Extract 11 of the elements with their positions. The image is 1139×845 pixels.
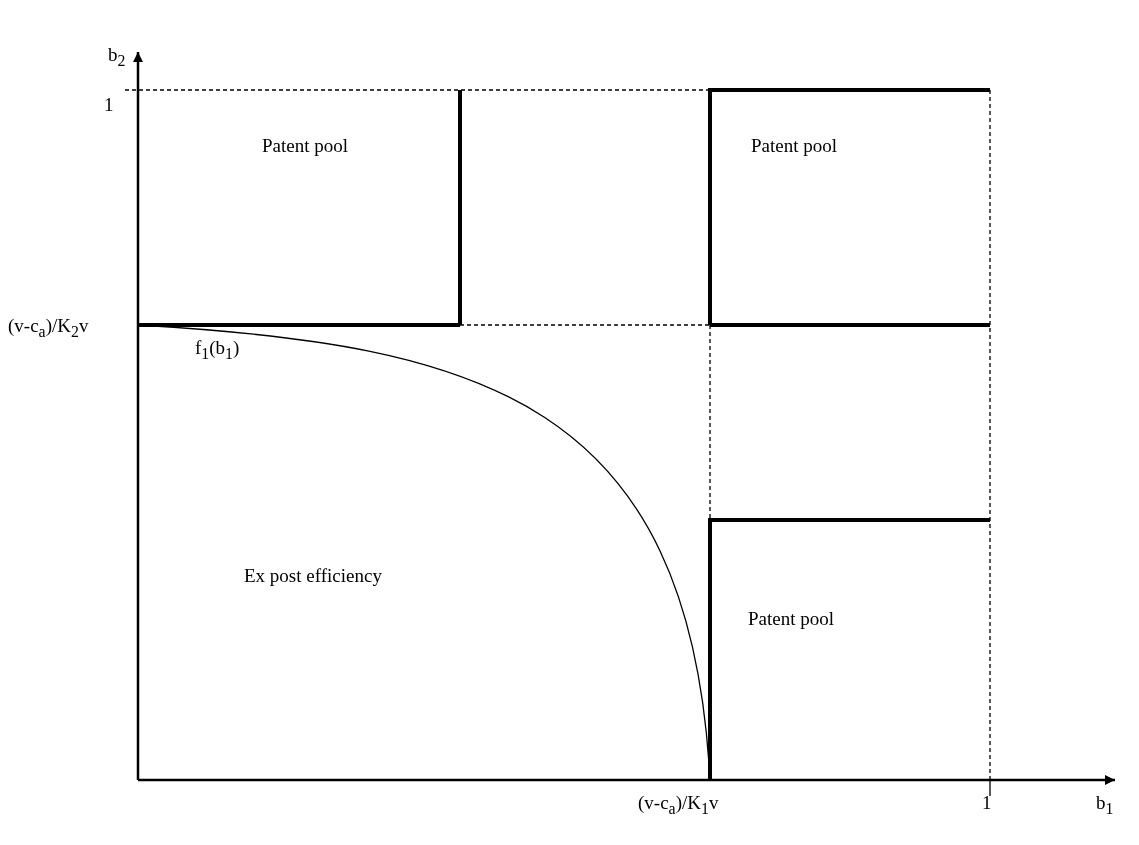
tick-label: 1 [104,94,114,116]
region-label: Ex post efficiency [244,565,382,587]
region-label: Patent pool [748,608,835,630]
axis-label: b$_{2}$ [108,44,126,71]
curve-label: f$_{1}$(b$_{1}$) [195,337,240,364]
region-label: Patent pool [262,135,349,157]
tick-label: (v-c$_{a}$)/K$_{1}$v [638,792,719,819]
tick-label: 1 [982,792,992,814]
region-label: Patent pool [751,135,838,157]
tick-label: (v-c$_{a}$)/K$_{2}$v [8,315,89,342]
axis-label: b$_{1}$ [1096,792,1114,819]
